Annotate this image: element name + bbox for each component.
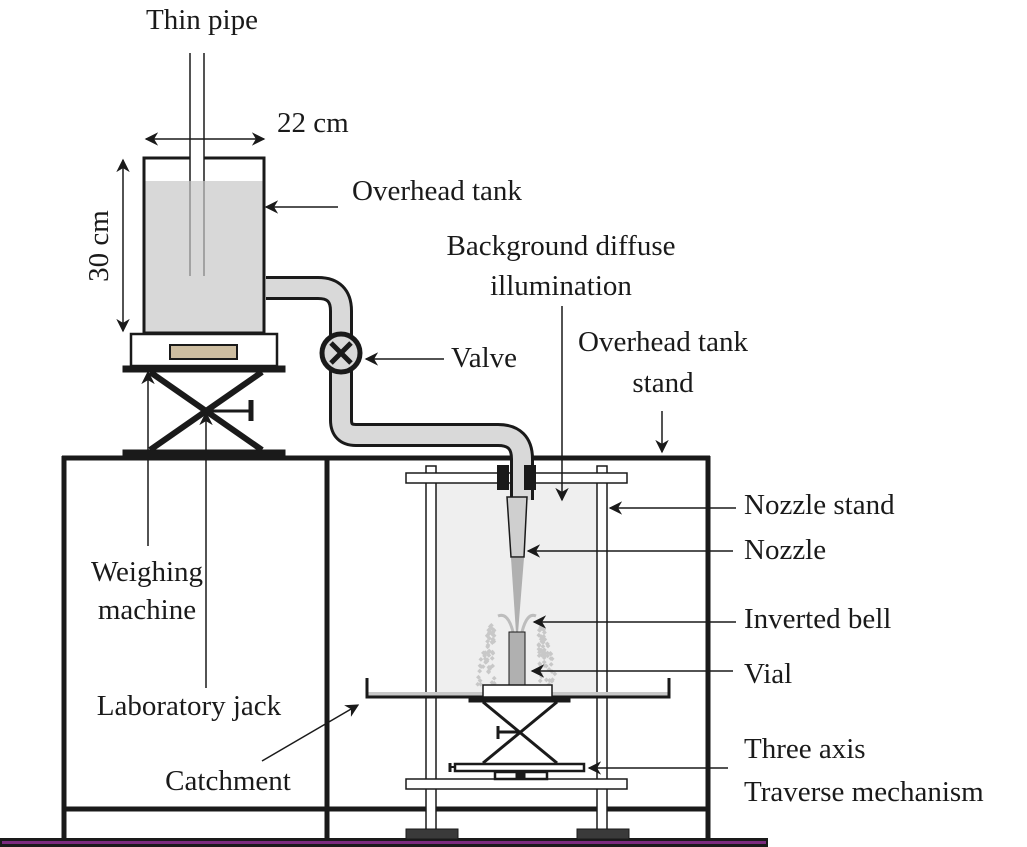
thin-pipe	[189, 53, 205, 276]
spray-droplet	[549, 656, 555, 662]
spray-droplet	[547, 678, 552, 683]
spray-droplet	[481, 650, 486, 656]
supply-pipe	[266, 276, 534, 500]
valve-icon	[319, 331, 363, 375]
pipe-clamp	[497, 465, 536, 490]
vial	[508, 631, 526, 686]
spray-droplet	[485, 642, 491, 648]
spray-droplet	[536, 646, 542, 652]
spray-droplet	[475, 681, 481, 687]
label-background-illumination-2: illumination	[490, 270, 632, 302]
spray-droplet	[552, 671, 558, 677]
spray-droplet	[542, 637, 548, 642]
spray-droplet	[489, 680, 495, 685]
spray-droplet	[542, 650, 548, 656]
spray-droplet	[487, 624, 493, 629]
floor-stripe	[2, 841, 766, 844]
label-inverted-bell: Inverted bell	[744, 603, 891, 635]
spray-droplet	[477, 668, 483, 674]
label-tank-stand-1: Overhead tank	[578, 326, 748, 358]
spray-droplet	[487, 666, 493, 672]
spray-droplet	[542, 630, 547, 635]
spray-droplet	[487, 635, 492, 641]
spray-droplet	[477, 678, 483, 683]
spray-droplet	[536, 643, 542, 648]
label-width-dimension: 22 cm	[277, 107, 349, 139]
spray-droplet	[490, 663, 495, 669]
traverse-mechanism	[448, 762, 586, 781]
laboratory-jack	[122, 365, 286, 457]
spray-droplet	[548, 661, 554, 667]
label-nozzle: Nozzle	[744, 534, 826, 566]
label-thin-pipe: Thin pipe	[146, 4, 258, 36]
spray-droplet	[539, 652, 545, 658]
spray-droplet	[486, 627, 492, 633]
stand-feet	[405, 828, 630, 840]
label-background-illumination-1: Background diffuse	[447, 230, 676, 262]
spray-droplet	[484, 659, 490, 664]
spray-droplet	[548, 651, 554, 657]
spray-droplet	[485, 650, 491, 656]
spray-droplet	[544, 641, 550, 647]
spray-droplet	[544, 677, 549, 683]
label-valve: Valve	[451, 342, 517, 374]
jet	[511, 558, 524, 633]
spray-droplet	[484, 633, 490, 638]
spray-droplet	[478, 681, 484, 687]
label-traverse-2: Traverse mechanism	[744, 776, 984, 808]
label-nozzle-stand: Nozzle stand	[744, 489, 895, 521]
spray-droplet	[478, 656, 484, 662]
nozzle	[506, 496, 528, 558]
label-vial: Vial	[744, 658, 792, 690]
spray-droplet	[545, 653, 551, 659]
spray-droplet	[537, 678, 543, 684]
label-tank-stand-2: stand	[632, 367, 694, 399]
label-weighing-1: Weighing	[91, 556, 203, 588]
spray-droplet	[491, 675, 497, 681]
vial-jack	[468, 696, 571, 765]
leader-lines	[141, 200, 736, 775]
spray-droplet	[485, 638, 490, 644]
spray-droplet	[476, 674, 481, 680]
spray-droplet	[540, 643, 546, 649]
label-height-dimension: 30 cm	[83, 210, 115, 282]
leader-catchment	[261, 704, 360, 762]
spray-droplet	[490, 630, 496, 636]
label-traverse-1: Three axis	[744, 733, 866, 765]
weighing-machine	[129, 332, 279, 368]
spray-droplet	[489, 655, 495, 661]
floor	[0, 838, 768, 847]
spray-droplet	[490, 636, 496, 642]
label-overhead-tank: Overhead tank	[352, 175, 522, 207]
label-catchment: Catchment	[165, 765, 291, 797]
spray-droplet	[539, 639, 545, 645]
label-weighing-2: machine	[98, 594, 196, 626]
spray-droplet	[480, 664, 486, 670]
label-lab-jack: Laboratory jack	[97, 690, 282, 722]
spray-droplet	[490, 650, 496, 656]
scale-display	[169, 344, 238, 360]
spray-droplet	[541, 659, 547, 665]
